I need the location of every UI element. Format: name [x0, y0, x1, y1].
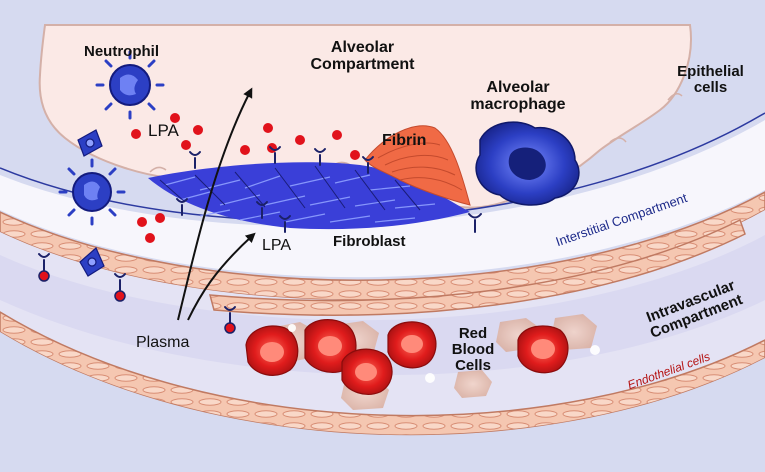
- alveolar-macrophage-line1: Alveolar: [486, 79, 550, 96]
- lpa-label-bottom: LPA: [262, 237, 292, 254]
- lpa-label-top: LPA: [148, 121, 179, 140]
- epithelial-cells-line2: cells: [693, 78, 728, 96]
- epithelial-cells-label: Epithelial cells: [668, 64, 753, 96]
- epithelial-cells-line1: Epithelial: [677, 63, 744, 80]
- alveolar-macrophage: [475, 121, 580, 206]
- red-blood-cells-line2: Blood: [451, 340, 495, 358]
- plasma-label: Plasma: [136, 334, 190, 351]
- fibroblast-label: Fibroblast: [333, 233, 406, 250]
- endothelium-upper: [0, 191, 765, 301]
- alveolar-compartment-label: Alveolar Compartment: [300, 39, 425, 74]
- immune-cell-small-vessel: [79, 247, 105, 277]
- neutrophil-top: [95, 50, 165, 120]
- bound-lpa: [38, 270, 236, 334]
- endothelium-lower: [0, 311, 765, 436]
- fibroblast-mesh: [148, 162, 470, 230]
- plasma-arrows: [177, 87, 256, 321]
- alveolar-compartment-line1: Alveolar: [330, 39, 395, 56]
- alveolar-macrophage-label: Alveolar macrophage: [458, 79, 578, 114]
- neutrophil-label: Neutrophil: [84, 43, 159, 60]
- immune-cell-small-top: [77, 129, 103, 157]
- alveolar-macrophage-line2: macrophage: [470, 95, 566, 113]
- alveolar-compartment-line2: Compartment: [310, 55, 415, 73]
- interstitial-space: [0, 120, 765, 278]
- endothelium-inner: [208, 218, 746, 316]
- red-blood-cells-label: Red Blood Cells: [443, 326, 503, 373]
- neutrophil-mid: [58, 158, 126, 226]
- red-blood-cells-line3: Cells: [455, 356, 491, 374]
- red-blood-cells-line1: Red: [458, 325, 488, 342]
- fibrin: [364, 125, 471, 206]
- fibrin-label: Fibrin: [382, 132, 427, 149]
- lpa-receptors: [38, 146, 482, 324]
- red-blood-cells: [245, 314, 600, 410]
